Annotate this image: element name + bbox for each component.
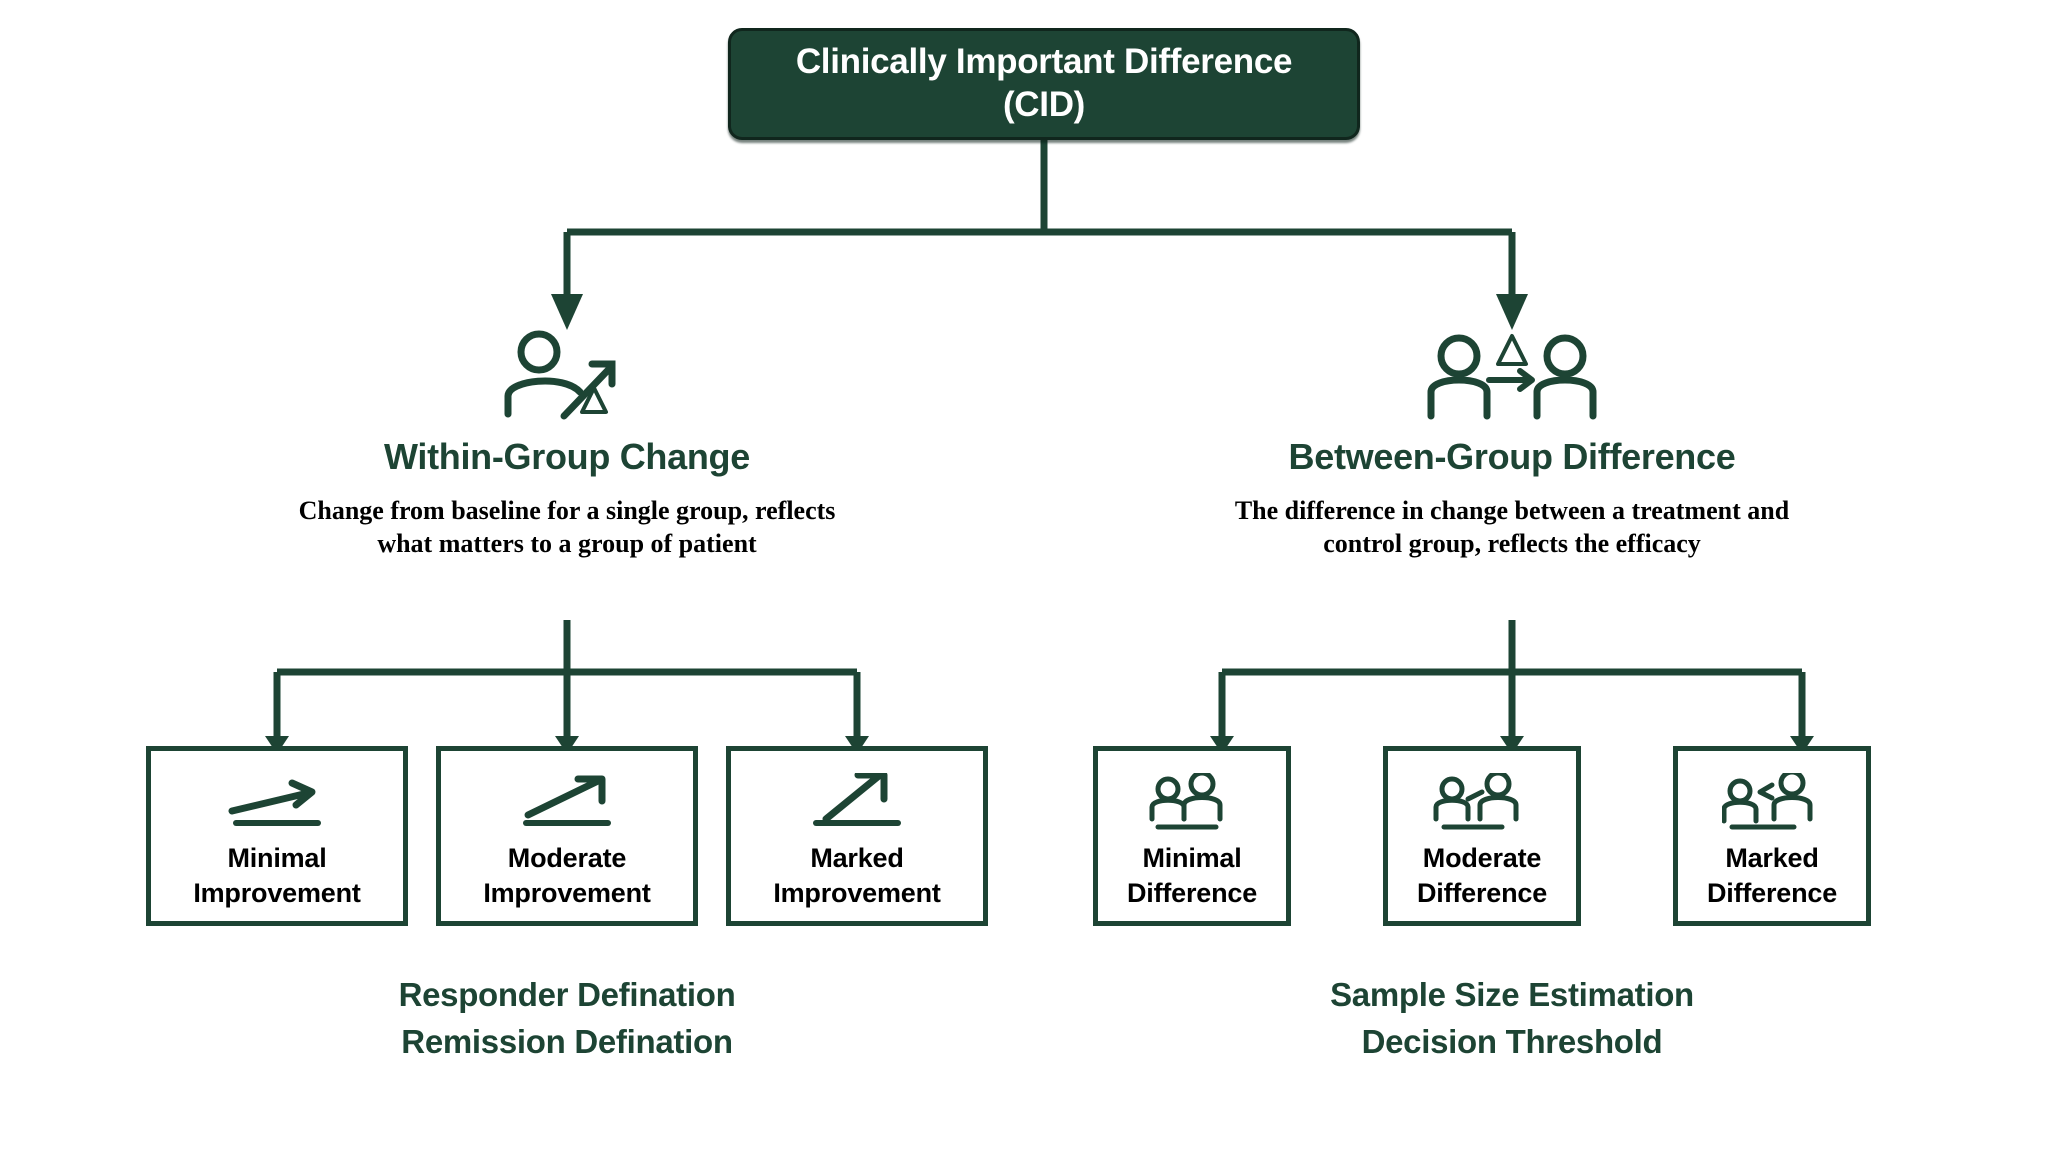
two-persons-close-icon [1142, 773, 1242, 835]
branch-heading-between-group: Between-Group Difference [1288, 436, 1736, 477]
leaf-moderate-difference[interactable]: Moderate Difference [1383, 746, 1581, 926]
leaf-minimal-difference[interactable]: Minimal Difference [1093, 746, 1291, 926]
root-node-label: Clinically Important Difference (CID) [795, 42, 1293, 124]
leaf-label: Moderate Difference [1416, 843, 1548, 909]
two-persons-less-than-icon [1722, 773, 1822, 835]
leaf-label: Marked Improvement [773, 843, 941, 909]
medium-up-arrow-icon [512, 773, 622, 835]
leaf-moderate-improvement[interactable]: Moderate Improvement [436, 746, 698, 926]
leaf-marked-improvement[interactable]: Marked Improvement [726, 746, 988, 926]
leaf-marked-difference[interactable]: Marked Difference [1673, 746, 1871, 926]
leaf-label: Moderate Improvement [483, 843, 651, 909]
leaf-label: Marked Difference [1706, 843, 1838, 909]
leaf-label: Minimal Difference [1126, 843, 1258, 909]
footer-caption-within-group: Responder Defination Remission Definatio… [398, 976, 736, 1060]
footer-caption-between-group: Sample Size Estimation Decision Threshol… [1330, 976, 1694, 1060]
leaf-minimal-improvement[interactable]: Minimal Improvement [146, 746, 408, 926]
two-persons-delta-arrow-icon [1152, 330, 1872, 422]
branch-within-group: Within-Group Change Change from baseline… [207, 330, 927, 561]
steep-up-arrow-icon [802, 773, 912, 835]
branch-between-group: Between-Group Difference The difference … [1152, 330, 1872, 561]
root-node-clinically-important-difference[interactable]: Clinically Important Difference (CID) [728, 28, 1360, 140]
shallow-up-arrow-icon [222, 773, 332, 835]
branch-description-between-group: The difference in change between a treat… [1234, 496, 1790, 559]
single-person-up-arrow-delta-icon [207, 330, 927, 422]
branch-heading-within-group: Within-Group Change [384, 436, 750, 477]
two-persons-dash-icon [1432, 773, 1532, 835]
branch-description-within-group: Change from baseline for a single group,… [298, 496, 836, 559]
leaf-label: Minimal Improvement [193, 843, 361, 909]
